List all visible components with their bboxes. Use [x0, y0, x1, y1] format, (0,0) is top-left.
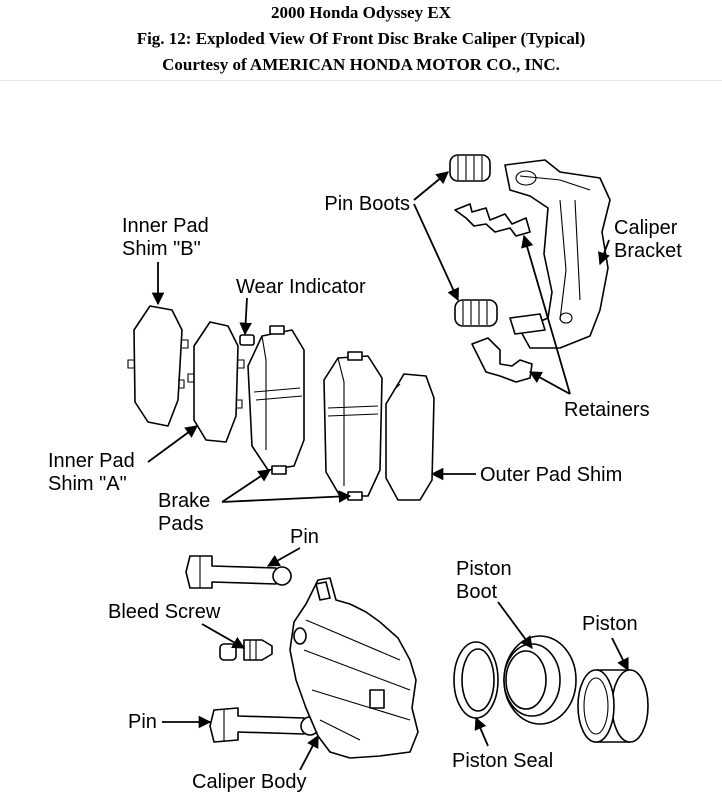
label-inner-pad-shim-b-line2: Shim "B" — [122, 238, 201, 260]
guide-pin-upper — [185, 555, 292, 589]
label-caliper-body: Caliper Body — [192, 771, 307, 792]
label-outer-pad-shim: Outer Pad Shim — [480, 464, 622, 486]
header-divider — [0, 80, 722, 81]
label-brake-pads-line1: Brake — [158, 490, 210, 512]
outer-pad-shim — [385, 373, 435, 501]
label-piston-boot-line1: Piston — [456, 558, 512, 580]
label-inner-pad-shim-a-line1: Inner Pad — [48, 450, 135, 472]
caliper-body — [289, 577, 419, 759]
bleed-screw — [219, 639, 273, 661]
label-inner-pad-shim-b-line1: Inner Pad — [122, 215, 209, 237]
label-piston: Piston — [582, 613, 638, 635]
piston — [577, 669, 649, 743]
label-brake-pads-line2: Pads — [158, 513, 204, 535]
label-caliper-bracket-line2: Bracket — [614, 240, 682, 262]
label-wear-indicator: Wear Indicator — [236, 276, 366, 298]
label-caliper-bracket-line1: Caliper — [614, 217, 678, 239]
figure-header: 2000 Honda Odyssey EX Fig. 12: Exploded … — [0, 0, 722, 80]
brake-pad-outer — [323, 351, 383, 501]
piston-seal — [453, 641, 499, 719]
label-pin-lower: Pin — [128, 711, 157, 733]
pin-boot-lower — [454, 299, 498, 327]
figure-caption: Fig. 12: Exploded View Of Front Disc Bra… — [136, 29, 586, 48]
inner-pad-shim-a — [187, 321, 245, 443]
label-piston-boot-line2: Boot — [456, 581, 498, 603]
brake-pad-inner — [247, 325, 305, 475]
label-inner-pad-shim-a-line2: Shim "A" — [48, 473, 127, 495]
wear-indicator — [239, 334, 255, 346]
caliper-bracket — [504, 159, 611, 349]
label-piston-seal: Piston Seal — [452, 750, 553, 772]
piston-boot — [503, 635, 577, 725]
label-pin-boots: Pin Boots — [324, 193, 410, 215]
label-bleed-screw: Bleed Screw — [108, 601, 221, 623]
retainer-lower — [471, 337, 533, 383]
figure-vehicle-title: 2000 Honda Odyssey EX — [271, 3, 451, 22]
pin-boot-upper — [449, 154, 491, 182]
figure-courtesy: Courtesy of AMERICAN HONDA MOTOR CO., IN… — [162, 55, 560, 74]
label-pin-upper: Pin — [290, 526, 319, 548]
retainer-upper — [454, 203, 531, 237]
label-retainers: Retainers — [564, 399, 650, 421]
guide-pin-lower — [209, 707, 320, 743]
inner-pad-shim-b — [127, 305, 189, 427]
